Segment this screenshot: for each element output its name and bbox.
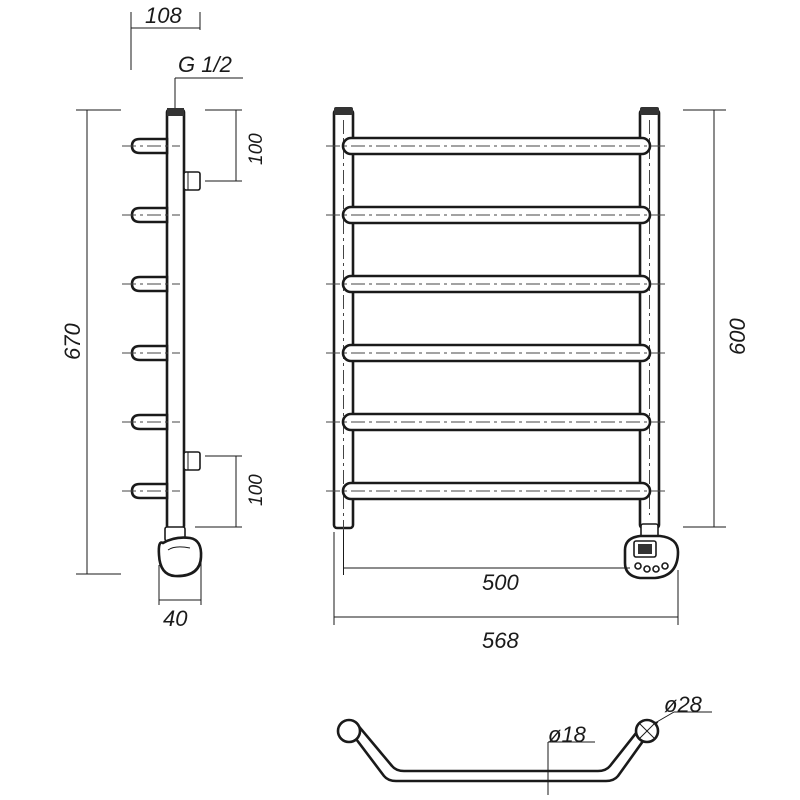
front-rung [326,343,666,363]
front-rung [326,412,666,432]
side-connection-bottom [183,451,201,471]
side-rail [165,108,186,530]
side-rung [122,413,180,431]
side-rung [122,275,180,293]
dim-rail-diameter: ø28 [664,692,703,717]
dim-connection-offset-bottom: 100 [246,474,267,506]
side-rung [122,137,180,155]
side-view: 108 G 1/2 100 100 670 40 [60,3,267,631]
dim-overall-width: 568 [482,628,519,653]
side-rung [122,344,180,362]
dim-overall-height: 670 [60,323,85,360]
dim-thread: G 1/2 [178,52,232,77]
front-view: 600 500 568 [326,107,750,653]
front-rung [326,136,666,156]
dim-center-width: 500 [482,570,519,595]
side-rung [122,206,180,224]
dim-depth-top: 108 [145,3,182,28]
dim-center-height: 600 [725,318,750,355]
side-rungs [122,137,180,500]
heater-control-icon [623,523,680,580]
top-rail-left [336,718,362,744]
top-view: ø28 ø18 [336,692,712,795]
heater-knob-icon [157,526,203,578]
dim-bar-diameter: ø18 [548,722,587,747]
front-rung [326,205,666,225]
front-rungs [326,136,666,501]
side-rail-cap [167,108,184,116]
front-rung [326,481,666,501]
front-rung [326,274,666,294]
top-bar [341,721,659,783]
dim-heater-depth: 40 [163,606,188,631]
dim-connection-offset-top: 100 [246,133,267,165]
side-connection-top [183,171,201,191]
side-rung [122,482,180,500]
